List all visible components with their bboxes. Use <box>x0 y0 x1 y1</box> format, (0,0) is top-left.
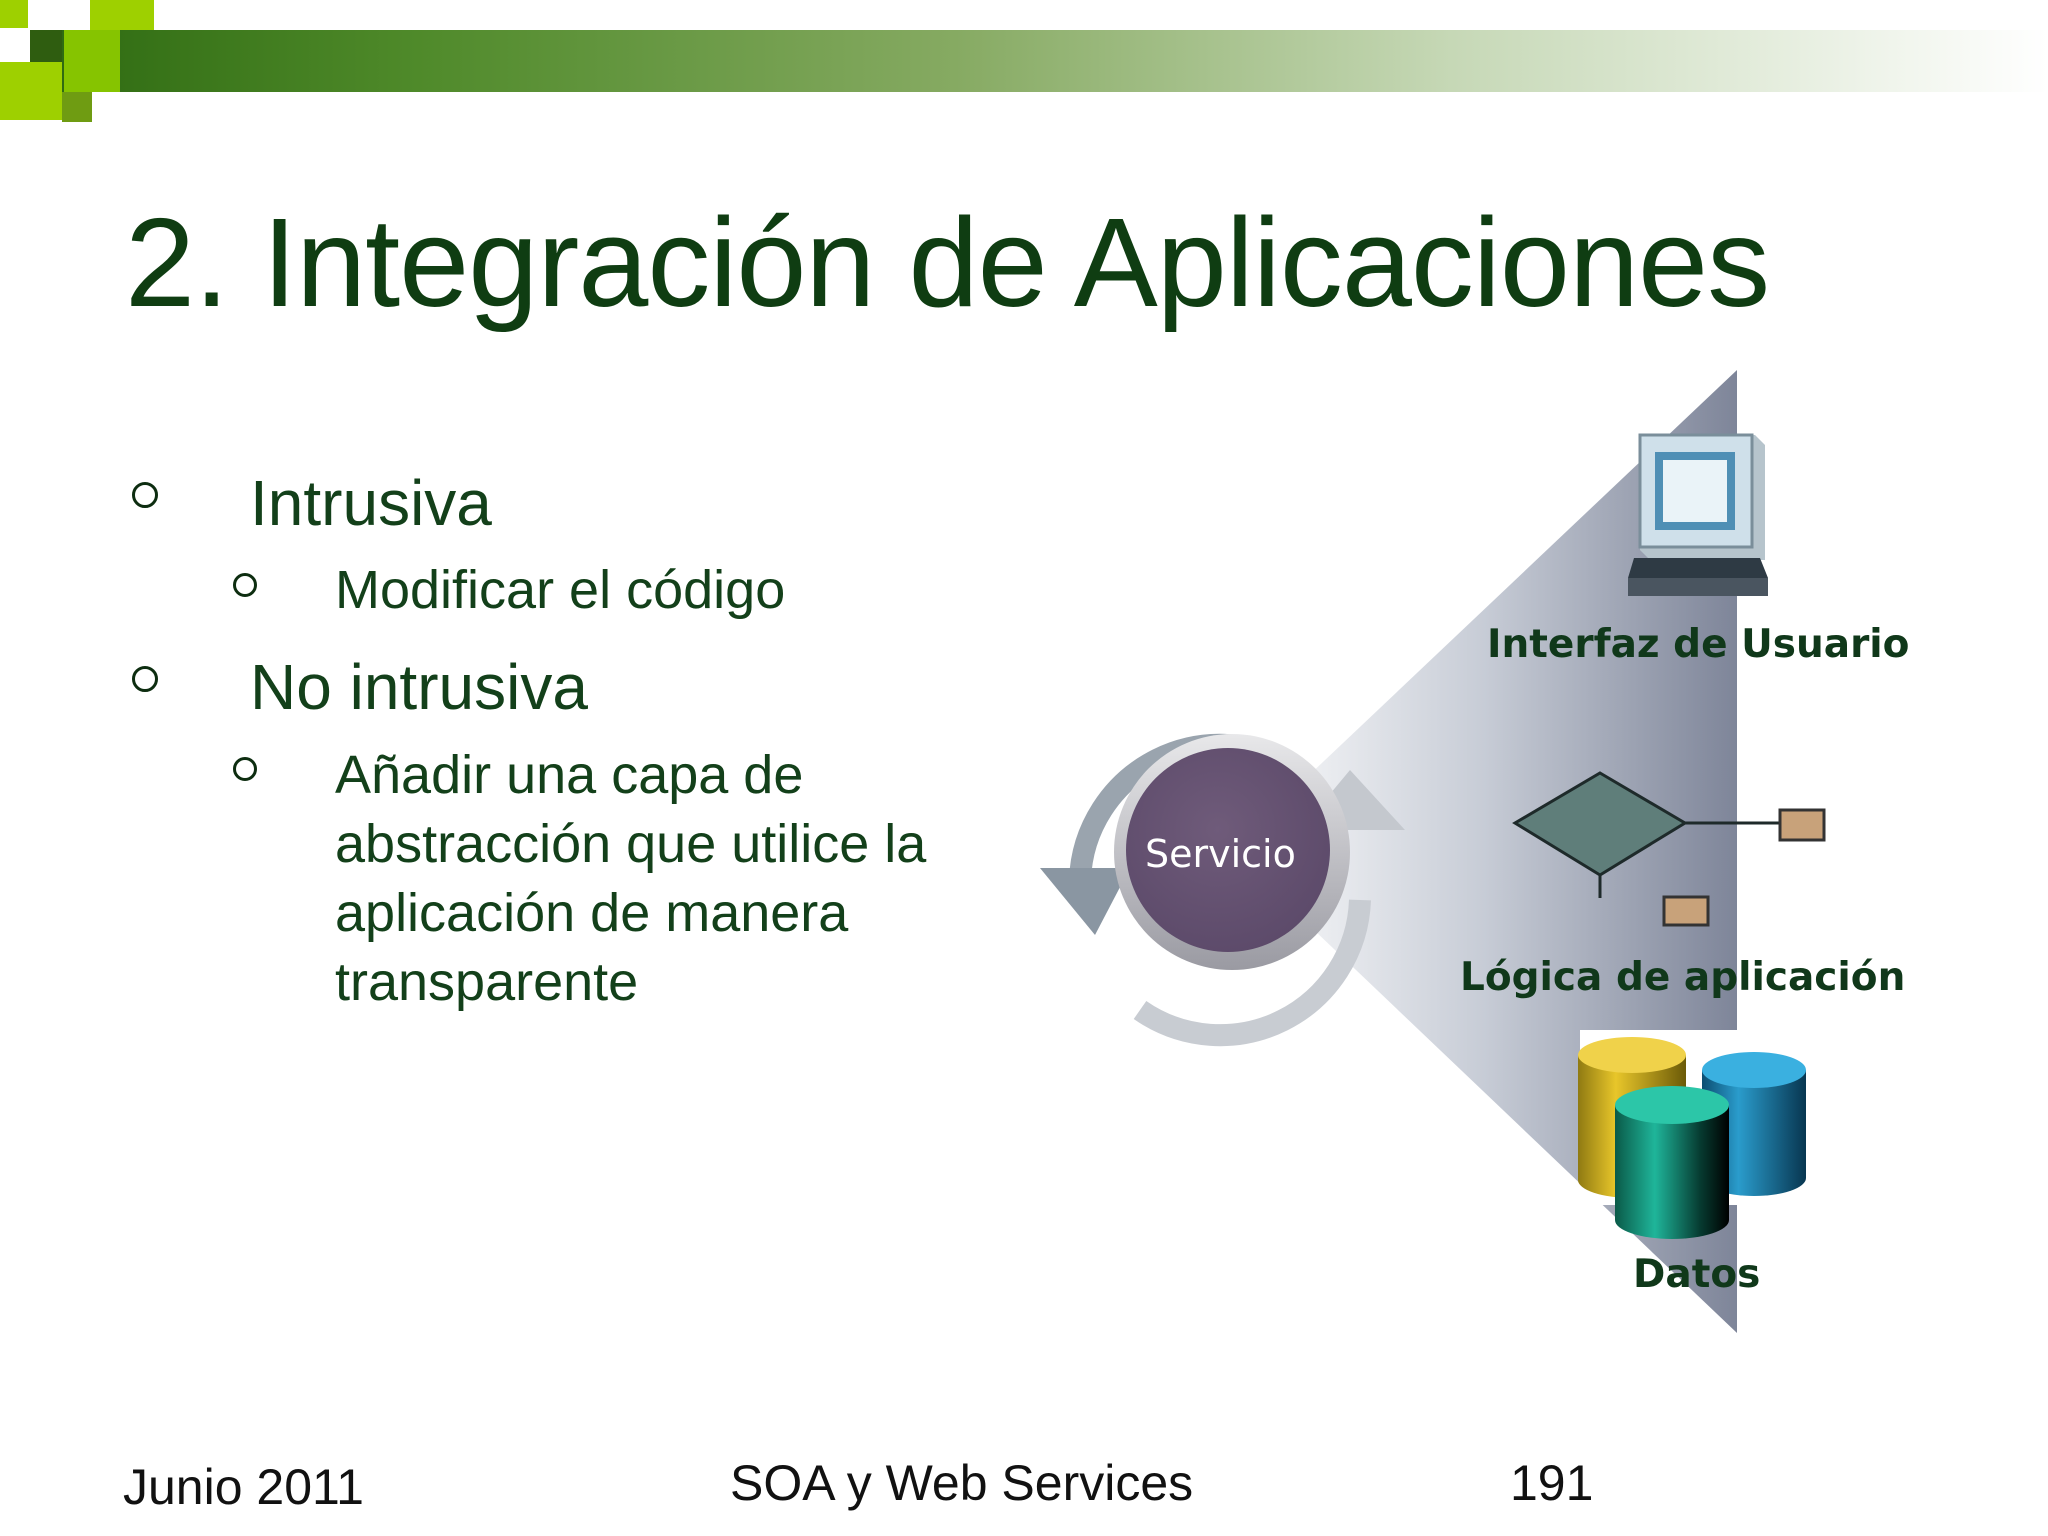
footer-page-number: 191 <box>1510 1455 1594 1511</box>
bullet-circle-icon <box>132 482 158 508</box>
service-circle <box>1126 748 1330 952</box>
layer-label-data: Datos <box>1633 1252 1761 1297</box>
footer-date: Junio 2011 <box>123 1459 364 1515</box>
sub-bullet-anadir: Añadir una capa de abstracción que utili… <box>335 745 927 1012</box>
layer-label-logic: Lógica de aplicación <box>1460 955 1906 1000</box>
bullet-circle-icon <box>233 573 257 597</box>
diamond-logic-icon <box>1512 771 1826 927</box>
computer-monitor-icon <box>1628 433 1768 596</box>
layer-label-ui: Interfaz de Usuario <box>1487 622 1910 667</box>
service-label: Servicio <box>1145 832 1296 876</box>
bullet-circle-icon <box>132 666 158 692</box>
database-cylinders-icon <box>1578 1030 1806 1239</box>
footer-course: SOA y Web Services <box>730 1455 1194 1511</box>
header-gradient-band <box>60 30 2048 92</box>
bullet-intrusiva: Intrusiva <box>250 467 492 539</box>
corner-squares-decoration <box>0 0 160 130</box>
bullet-no-intrusiva: No intrusiva <box>250 651 588 723</box>
bullet-circle-icon <box>233 757 257 781</box>
sub-bullet-modificar: Modificar el código <box>335 560 786 620</box>
slide-title: 2. Integración de Aplicaciones <box>125 192 1770 333</box>
